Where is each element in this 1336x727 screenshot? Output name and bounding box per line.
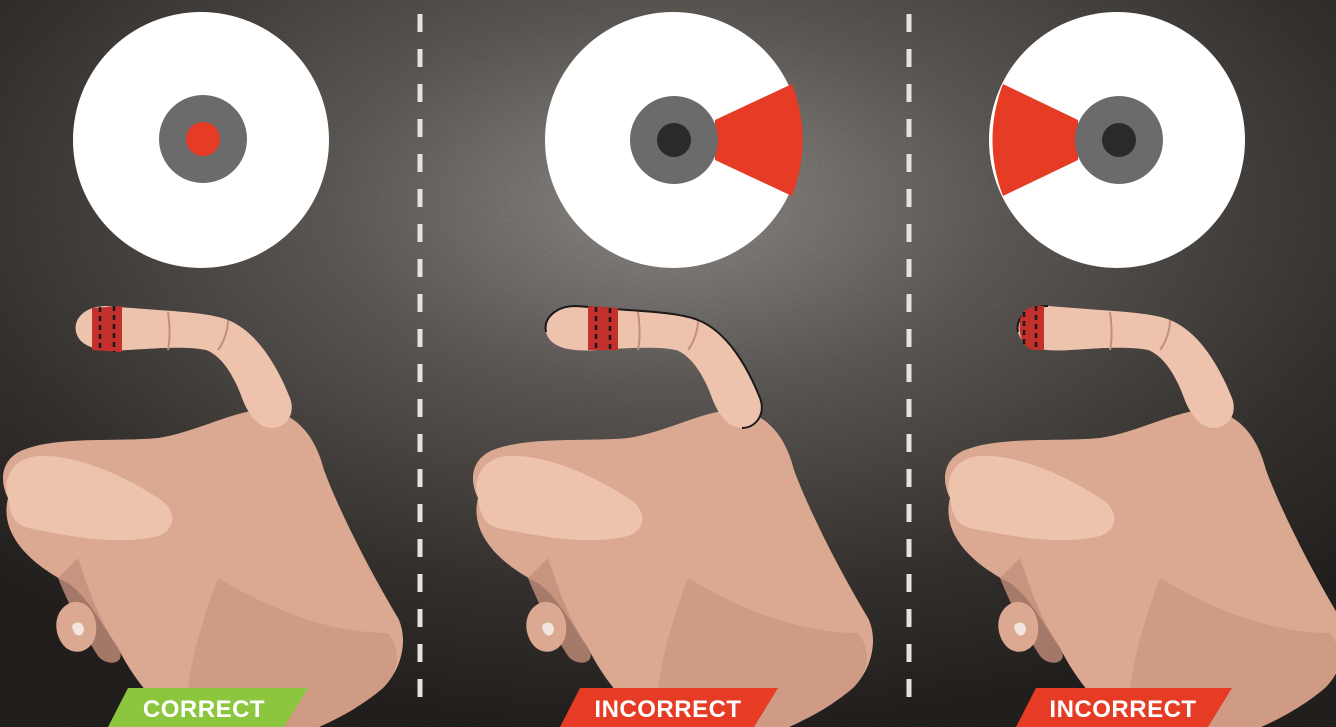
target-icon <box>989 12 1245 268</box>
finger-pad-marker <box>588 306 618 350</box>
badge-label: INCORRECT <box>1049 696 1196 723</box>
badge-label: INCORRECT <box>594 696 741 723</box>
hand-icon <box>472 304 874 727</box>
target-icon <box>73 12 329 268</box>
hit-spread-right <box>715 84 803 196</box>
hand-icon <box>2 305 404 727</box>
target-icon <box>545 12 803 268</box>
result-badge: INCORRECT <box>1016 688 1232 727</box>
centered-hit-dot <box>186 122 220 156</box>
result-badge: INCORRECT <box>560 688 778 727</box>
panel-incorrect-left: INCORRECT <box>944 12 1336 727</box>
panel-incorrect-right: INCORRECT <box>472 12 874 727</box>
finger-pad-marker <box>92 306 122 352</box>
result-badge: CORRECT <box>108 688 308 727</box>
hit-spread-left <box>992 84 1078 196</box>
panel-correct: CORRECT <box>2 12 404 727</box>
hand-icon <box>944 305 1336 727</box>
finger-pad-marker <box>1019 306 1044 350</box>
badge-label: CORRECT <box>143 696 265 723</box>
